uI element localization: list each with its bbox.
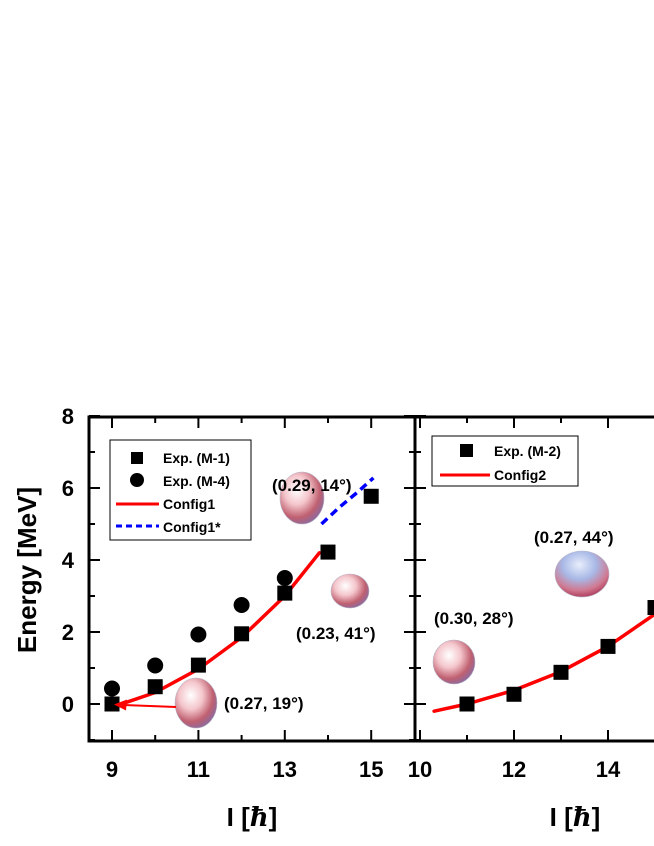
annotation-left-3: (0.27, 19°) [224,694,304,713]
x-tick-label: 11 [187,757,210,782]
data-point-circle [276,570,293,586]
data-point-square [363,488,379,504]
y-tick-label: 4 [62,548,75,573]
data-point-square [506,686,522,702]
x-axis-label-close: ] [592,802,601,832]
x-tick-label: 13 [273,757,297,782]
ellipsoid-icon [554,550,610,598]
x-tick-label: 14 [596,757,621,782]
data-point-square [234,626,250,642]
x-axis-label-left: I [ħ] [227,802,278,833]
tick-labels: 02468911131510121416 [62,404,621,782]
annotation-right-2: (0.30, 28°) [434,609,514,628]
legend-item-label: Exp. (M-2) [494,443,561,459]
arrow-line [123,704,177,708]
data-point-square [190,657,206,673]
x-axis-label-text: I [ [550,802,573,832]
annotation-right-1: (0.27, 44°) [534,528,614,547]
ellipsoid-illustrations [174,471,610,729]
data-point-square [553,664,569,680]
ellipsoid-icon [330,573,370,609]
y-tick-label: 8 [62,404,74,429]
right-panel-series [432,600,654,713]
ellipsoid-icon [174,677,218,729]
legend-item-label: Config2 [494,467,546,483]
data-point-circle [104,680,120,697]
arrow-head [114,699,127,711]
legend-item-label: Config1* [163,519,221,535]
legend-circle-marker [130,473,144,487]
data-point-square [147,679,163,695]
x-tick-label: 10 [408,757,432,782]
legend-square-marker [460,444,473,457]
x-tick-label: 9 [106,757,118,782]
legend-square-marker [131,452,143,464]
data-point-square [459,696,475,712]
left-plot-frame [87,415,417,743]
axis-ticks [89,415,609,741]
legend-right-box [431,435,579,487]
hbar-symbol: ħ [250,803,269,833]
ellipsoid-icon [279,471,325,525]
left-panel-series [104,476,379,712]
data-point-circle [233,597,250,613]
annotation-left-2: (0.23, 41°) [296,624,376,643]
ellipsoid-icon [432,639,476,685]
y-axis-label: Energy [MeV] [12,487,42,653]
y-tick-label: 2 [62,620,74,645]
data-point-square [277,585,293,601]
x-tick-label: 15 [359,757,383,782]
y-tick-label: 0 [62,692,74,717]
legend-right: Exp. (M-2) Config2 [431,435,579,487]
data-point-circle [190,626,207,643]
legend-left: Exp. (M-1) Exp. (M-4) Config1 Config1* [109,439,252,541]
y-tick-label: 6 [62,476,74,501]
x-axis-label-text: I [ [227,802,250,832]
series-line-dashed [320,476,375,526]
x-axis-label-close: ] [269,802,278,832]
annotation-left-1: (0.29, 14°) [272,476,352,495]
legend-item-label: Config1 [163,496,215,512]
legend-item-label: Exp. (M-1) [163,450,230,466]
data-point-square [320,544,336,560]
data-point-square [600,638,616,654]
data-point-circle [147,657,164,674]
x-tick-label: 12 [502,757,526,782]
hbar-symbol: ħ [573,803,592,833]
legend-item-label: Exp. (M-4) [163,473,230,489]
data-point-square [647,600,654,616]
x-axis-label-right: I [ħ] [550,802,601,833]
data-point-square [104,696,120,712]
